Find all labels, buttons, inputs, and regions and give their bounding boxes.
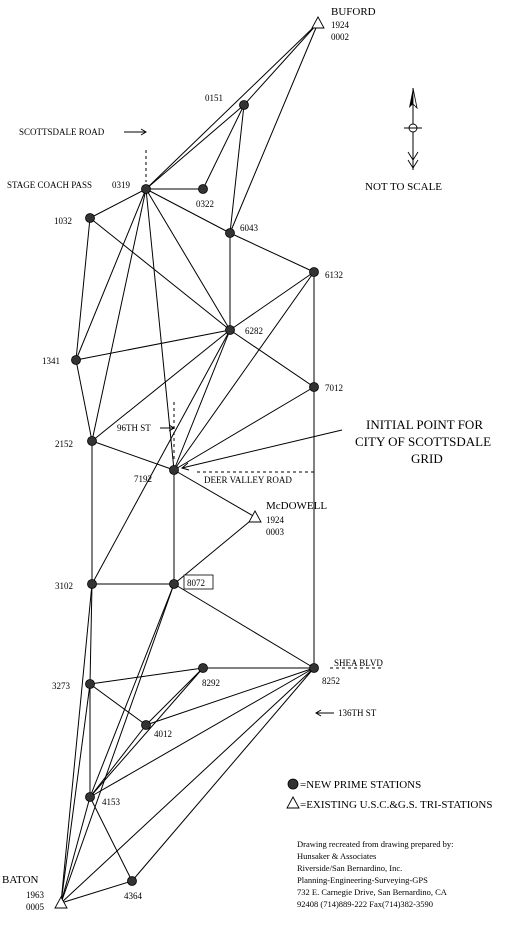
station-dots xyxy=(71,100,319,886)
station-0322-dot xyxy=(198,184,208,194)
road-labels: SCOTTSDALE ROAD STAGE COACH PASS 96TH ST… xyxy=(7,127,383,718)
station-6282-dot xyxy=(225,325,235,335)
buford-year: 1924 xyxy=(331,20,350,30)
credit-line-1: Drawing recreated from drawing prepared … xyxy=(297,839,453,849)
station-labels: 0151 0319 0322 1032 6043 6132 6282 1341 … xyxy=(42,93,343,901)
road-guides xyxy=(124,128,384,717)
tri-station-markers xyxy=(54,16,325,909)
mcdowell-triangle-icon xyxy=(248,510,262,523)
station-6282-label: 6282 xyxy=(245,326,263,336)
station-7012-label: 7012 xyxy=(325,383,343,393)
legend: =NEW PRIME STATIONS =EXISTING U.S.C.&G.S… xyxy=(286,778,492,811)
station-2152-dot xyxy=(87,436,97,446)
136th-st-label: 136TH ST xyxy=(338,708,377,718)
baton-number: 0005 xyxy=(26,902,45,912)
station-0322-label: 0322 xyxy=(196,199,214,209)
credit-line-6: 92408 (714)889-222 Fax(714)382-3590 xyxy=(297,899,433,909)
credit-line-5: 732 E. Carnegie Drive, San Bernardino, C… xyxy=(297,887,448,897)
credits-block: Drawing recreated from drawing prepared … xyxy=(297,839,453,909)
station-6043-label: 6043 xyxy=(240,223,259,233)
station-8072-label: 8072 xyxy=(187,578,205,588)
credit-line-2: Hunsaker & Associates xyxy=(297,851,376,861)
station-7192-label: 7192 xyxy=(134,474,152,484)
station-6132-label: 6132 xyxy=(325,270,343,280)
legend-existing-label: =EXISTING U.S.C.&G.S. TRI-STATIONS xyxy=(300,799,492,811)
legend-dot-icon xyxy=(287,778,299,790)
station-7012-dot xyxy=(309,382,319,392)
station-4153-dot xyxy=(85,792,95,802)
station-8072-label-box xyxy=(183,574,214,590)
station-1341-dot xyxy=(71,355,81,365)
callout-line-2: CITY OF SCOTTSDALE xyxy=(355,434,491,449)
station-0319-label: 0319 xyxy=(112,180,131,190)
station-8252-dot xyxy=(309,663,319,673)
station-4012-dot xyxy=(141,720,151,730)
station-3273-dot xyxy=(85,679,95,689)
not-to-scale-note: NOT TO SCALE xyxy=(365,181,442,193)
mcdowell-name: McDOWELL xyxy=(266,500,327,512)
network-lines xyxy=(60,22,319,904)
station-1032-label: 1032 xyxy=(54,216,72,226)
callout-line-3: GRID xyxy=(411,451,443,466)
station-3102-label: 3102 xyxy=(55,581,73,591)
stage-coach-pass-label: STAGE COACH PASS xyxy=(7,180,92,190)
baton-name: BATON xyxy=(2,874,39,886)
initial-point-callout: INITIAL POINT FOR CITY OF SCOTTSDALE GRI… xyxy=(355,417,491,466)
buford-number: 0002 xyxy=(331,32,349,42)
mcdowell-number: 0003 xyxy=(266,527,285,537)
north-arrow-icon xyxy=(404,87,422,170)
buford-triangle-icon xyxy=(311,16,325,29)
station-7192-dot xyxy=(169,465,179,475)
station-3102-dot xyxy=(87,579,97,589)
baton-year: 1963 xyxy=(26,890,45,900)
legend-new-prime-label: =NEW PRIME STATIONS xyxy=(300,779,421,791)
deer-valley-road-label: DEER VALLEY ROAD xyxy=(204,475,292,485)
station-8072-dot xyxy=(169,579,179,589)
station-6132-dot xyxy=(309,267,319,277)
buford-name: BUFORD xyxy=(331,6,376,18)
mcdowell-year: 1924 xyxy=(266,515,285,525)
tri-station-labels: BUFORD 1924 0002 McDOWELL 1924 0003 BATO… xyxy=(2,6,376,912)
station-0319-dot xyxy=(141,184,151,194)
baton-triangle-icon xyxy=(54,896,68,909)
station-1341-label: 1341 xyxy=(42,356,60,366)
station-6043-dot xyxy=(225,228,235,238)
96th-st-label: 96TH ST xyxy=(117,423,151,433)
station-4153-label: 4153 xyxy=(102,797,121,807)
credit-line-3: Riverside/San Bernardino, Inc. xyxy=(297,863,402,873)
scottsdale-road-label: SCOTTSDALE ROAD xyxy=(19,127,105,137)
station-8292-label: 8292 xyxy=(202,678,220,688)
station-0151-dot xyxy=(239,100,249,110)
station-3273-label: 3273 xyxy=(52,681,71,691)
station-4364-label: 4364 xyxy=(124,891,143,901)
station-0151-label: 0151 xyxy=(205,93,223,103)
station-2152-label: 2152 xyxy=(55,439,73,449)
legend-triangle-icon xyxy=(286,796,300,809)
station-8292-dot xyxy=(198,663,208,673)
station-4012-label: 4012 xyxy=(154,729,172,739)
credit-line-4: Planning-Engineering-Surveying-GPS xyxy=(297,875,428,885)
station-4364-dot xyxy=(127,876,137,886)
shea-blvd-label: SHEA BLVD xyxy=(334,658,383,668)
station-1032-dot xyxy=(85,213,95,223)
callout-line-1: INITIAL POINT FOR xyxy=(366,417,483,432)
station-8252-label: 8252 xyxy=(322,676,340,686)
